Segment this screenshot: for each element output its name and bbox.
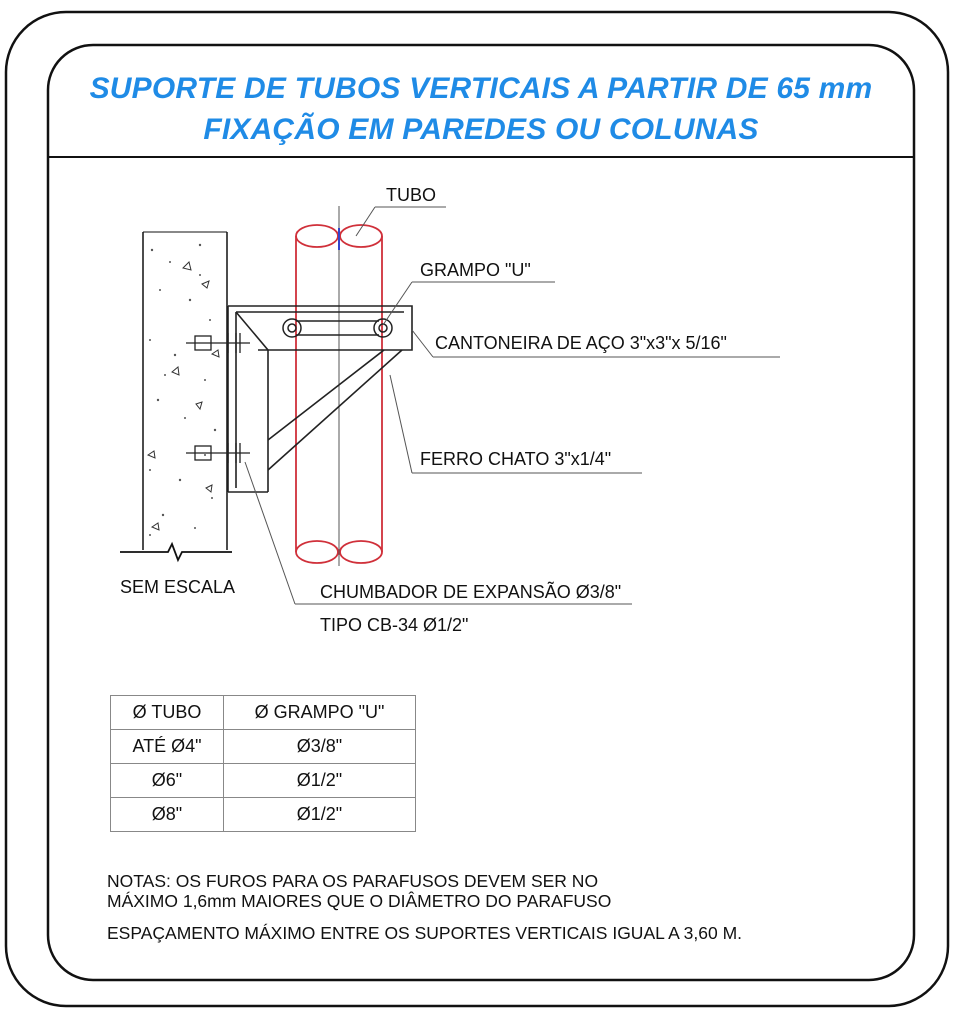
spec-table: Ø TUBO Ø GRAMPO "U" ATÉ Ø4" Ø3/8" Ø6" Ø1… [110,695,416,832]
u-clamp [282,318,393,338]
label-cantoneira: CANTONEIRA DE AÇO 3"x3"x 5/16" [435,333,727,353]
label-tubo: TUBO [386,185,437,205]
inner-frame [46,43,916,982]
outer-frame [4,10,950,1008]
note-line-1: NOTAS: OS FUROS PARA OS PARAFUSOS DEVEM … [107,871,599,891]
table-header-row: Ø TUBO Ø GRAMPO "U" [110,695,416,730]
table-header-cell: Ø GRAMPO "U" [223,695,416,730]
title-line-1: SUPORTE DE TUBOS VERTICAIS A PARTIR DE 6… [89,72,873,105]
table-cell: Ø8" [110,797,224,832]
label-ferro-chato: FERRO CHATO 3"x1/4" [420,449,612,469]
leader-lines [244,206,780,605]
concrete-wall [120,231,232,563]
table-row: Ø6" Ø1/2" [110,763,416,798]
label-sem-escala: SEM ESCALA [120,577,236,597]
table-cell: Ø6" [110,763,224,798]
note-line-2: MÁXIMO 1,6mm MAIORES QUE O DIÂMETRO DO P… [107,891,612,911]
note-line-3: ESPAÇAMENTO MÁXIMO ENTRE OS SUPORTES VER… [107,923,743,943]
angle-bracket [227,305,413,493]
label-tipo: TIPO CB-34 Ø1/2" [320,615,469,635]
table-row: ATÉ Ø4" Ø3/8" [110,729,416,764]
expansion-anchors [186,333,250,463]
table-cell: Ø1/2" [223,763,416,798]
table-header-cell: Ø TUBO [110,695,224,730]
table-cell: ATÉ Ø4" [110,729,224,764]
table-cell: Ø3/8" [223,729,416,764]
table-row: Ø8" Ø1/2" [110,797,416,832]
table-cell: Ø1/2" [223,797,416,832]
label-grampo: GRAMPO "U" [420,260,531,280]
title-line-2: FIXAÇÃO EM PAREDES OU COLUNAS [203,113,759,146]
label-chumbador: CHUMBADOR DE EXPANSÃO Ø3/8" [320,582,622,602]
